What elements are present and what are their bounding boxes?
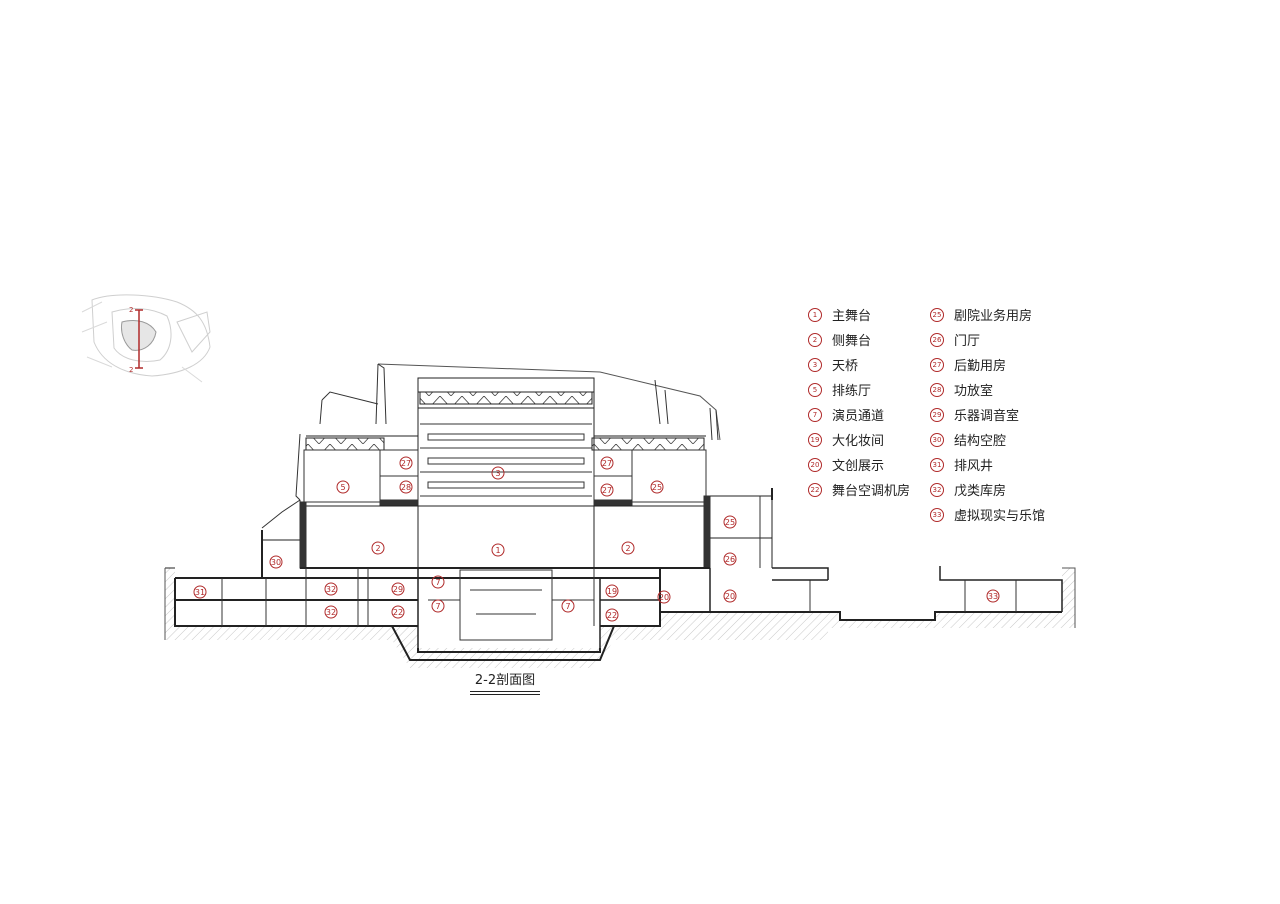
legend-item: 22 舞台空调机房 <box>808 477 958 502</box>
legend-label: 天桥 <box>832 359 859 374</box>
legend-item: 7 演员通道 <box>808 402 958 427</box>
legend-label: 结构空腔 <box>954 434 1007 449</box>
tag-actor-passage-3: 7 <box>565 602 570 611</box>
tag-main-stage: 1 <box>495 546 500 555</box>
legend-number: 30 <box>930 432 944 447</box>
legend-label: 乐器调音室 <box>954 409 1020 424</box>
tag-theatre-office-2: 25 <box>725 518 735 527</box>
legend-number: 1 <box>808 307 822 322</box>
tag-exhibition-2: 20 <box>725 592 735 601</box>
legend-label: 后勤用房 <box>954 359 1007 374</box>
tag-storage-1: 32 <box>326 585 336 594</box>
tag-exhaust-shaft: 31 <box>195 588 205 597</box>
legend-number: 28 <box>930 382 944 397</box>
caption-underline-double <box>470 694 540 695</box>
legend-item: 5 排练厅 <box>808 377 958 402</box>
legend-column-2: 25 剧院业务用房 26 门厅 27 后勤用房 28 功放室 29 乐器调音室 30 结构空腔 31 排风… <box>930 302 1080 527</box>
legend-item: 28 功放室 <box>930 377 1080 402</box>
legend-number: 32 <box>930 482 944 497</box>
tag-dressing-room: 19 <box>607 587 617 596</box>
tag-vr-music-hall: 33 <box>988 592 998 601</box>
legend-item: 20 文创展示 <box>808 452 958 477</box>
tag-side-stage-left: 2 <box>375 544 380 553</box>
tag-actor-passage-1: 7 <box>435 578 440 587</box>
legend-column-1: 1 主舞台 2 侧舞台 3 天桥 5 排练厅 7 演员通道 19 大化妆间 20 文创展示 22 舞台空调机房 <box>808 302 958 502</box>
legend-number: 20 <box>808 457 822 472</box>
legend-number: 22 <box>808 482 822 497</box>
legend-number: 33 <box>930 507 944 522</box>
legend-number: 31 <box>930 457 944 472</box>
tag-stage-ac-2: 22 <box>607 611 617 620</box>
tag-fly-bridge: 3 <box>495 469 500 478</box>
tag-actor-passage-2: 7 <box>435 602 440 611</box>
legend-label: 虚拟现实与乐馆 <box>954 509 1046 524</box>
caption-underline <box>470 691 540 692</box>
ground-hatch <box>165 568 1075 668</box>
tag-stage-ac-1: 22 <box>393 608 403 617</box>
keyplan-cut-mark-bottom: 2 <box>129 366 133 374</box>
legend-item: 30 结构空腔 <box>930 427 1080 452</box>
legend-item: 3 天桥 <box>808 352 958 377</box>
legend-number: 25 <box>930 307 944 322</box>
legend-item: 26 门厅 <box>930 327 1080 352</box>
tag-back-of-house-3: 27 <box>602 486 612 495</box>
legend-item: 19 大化妆间 <box>808 427 958 452</box>
tag-instrument-tuning: 29 <box>393 585 403 594</box>
tag-exhibition-1: 20 <box>659 593 669 602</box>
legend-label: 舞台空调机房 <box>832 484 911 499</box>
legend-number: 26 <box>930 332 944 347</box>
keyplan-cut-mark-top: 2 <box>129 306 133 314</box>
legend-number: 2 <box>808 332 822 347</box>
room-tags: 1 2 2 3 5 27 27 27 28 25 25 26 30 31 32 … <box>193 456 1000 622</box>
legend-number: 29 <box>930 407 944 422</box>
legend-item: 29 乐器调音室 <box>930 402 1080 427</box>
legend-item: 2 侧舞台 <box>808 327 958 352</box>
tag-theatre-office-1: 25 <box>652 483 662 492</box>
tag-storage-2: 32 <box>326 608 336 617</box>
legend-label: 门厅 <box>954 334 981 349</box>
tag-lobby: 26 <box>725 555 735 564</box>
section-caption: 2-2剖面图 <box>470 669 540 695</box>
legend-item: 1 主舞台 <box>808 302 958 327</box>
tag-rehearsal-hall: 5 <box>340 483 345 492</box>
legend-label: 文创展示 <box>832 459 885 474</box>
section-lines <box>164 363 1076 661</box>
legend-label: 排风井 <box>954 459 994 474</box>
legend-item: 32 戊类库房 <box>930 477 1080 502</box>
legend-number: 19 <box>808 432 822 447</box>
tag-back-of-house-2: 27 <box>602 459 612 468</box>
legend: 1 主舞台 2 侧舞台 3 天桥 5 排练厅 7 演员通道 19 大化妆间 20 文创展示 22 舞台空调机房… <box>808 302 1088 532</box>
legend-item: 31 排风井 <box>930 452 1080 477</box>
legend-label: 功放室 <box>954 384 994 399</box>
legend-label: 大化妆间 <box>832 434 885 449</box>
legend-label: 主舞台 <box>832 309 872 324</box>
tag-structural-cavity: 30 <box>271 558 281 567</box>
legend-item: 25 剧院业务用房 <box>930 302 1080 327</box>
legend-label: 侧舞台 <box>832 334 872 349</box>
key-plan: 2 2 <box>81 294 211 383</box>
legend-label: 排练厅 <box>832 384 872 399</box>
tag-side-stage-right: 2 <box>625 544 630 553</box>
legend-number: 27 <box>930 357 944 372</box>
legend-item: 33 虚拟现实与乐馆 <box>930 502 1080 527</box>
legend-number: 7 <box>808 407 822 422</box>
legend-label: 戊类库房 <box>954 484 1007 499</box>
legend-item: 27 后勤用房 <box>930 352 1080 377</box>
tag-amplifier-room: 28 <box>401 483 411 492</box>
legend-number: 3 <box>808 357 822 372</box>
tag-back-of-house-1: 27 <box>401 459 411 468</box>
legend-label: 演员通道 <box>832 409 885 424</box>
legend-number: 5 <box>808 382 822 397</box>
caption-text: 2-2剖面图 <box>474 673 536 688</box>
legend-label: 剧院业务用房 <box>954 309 1033 324</box>
